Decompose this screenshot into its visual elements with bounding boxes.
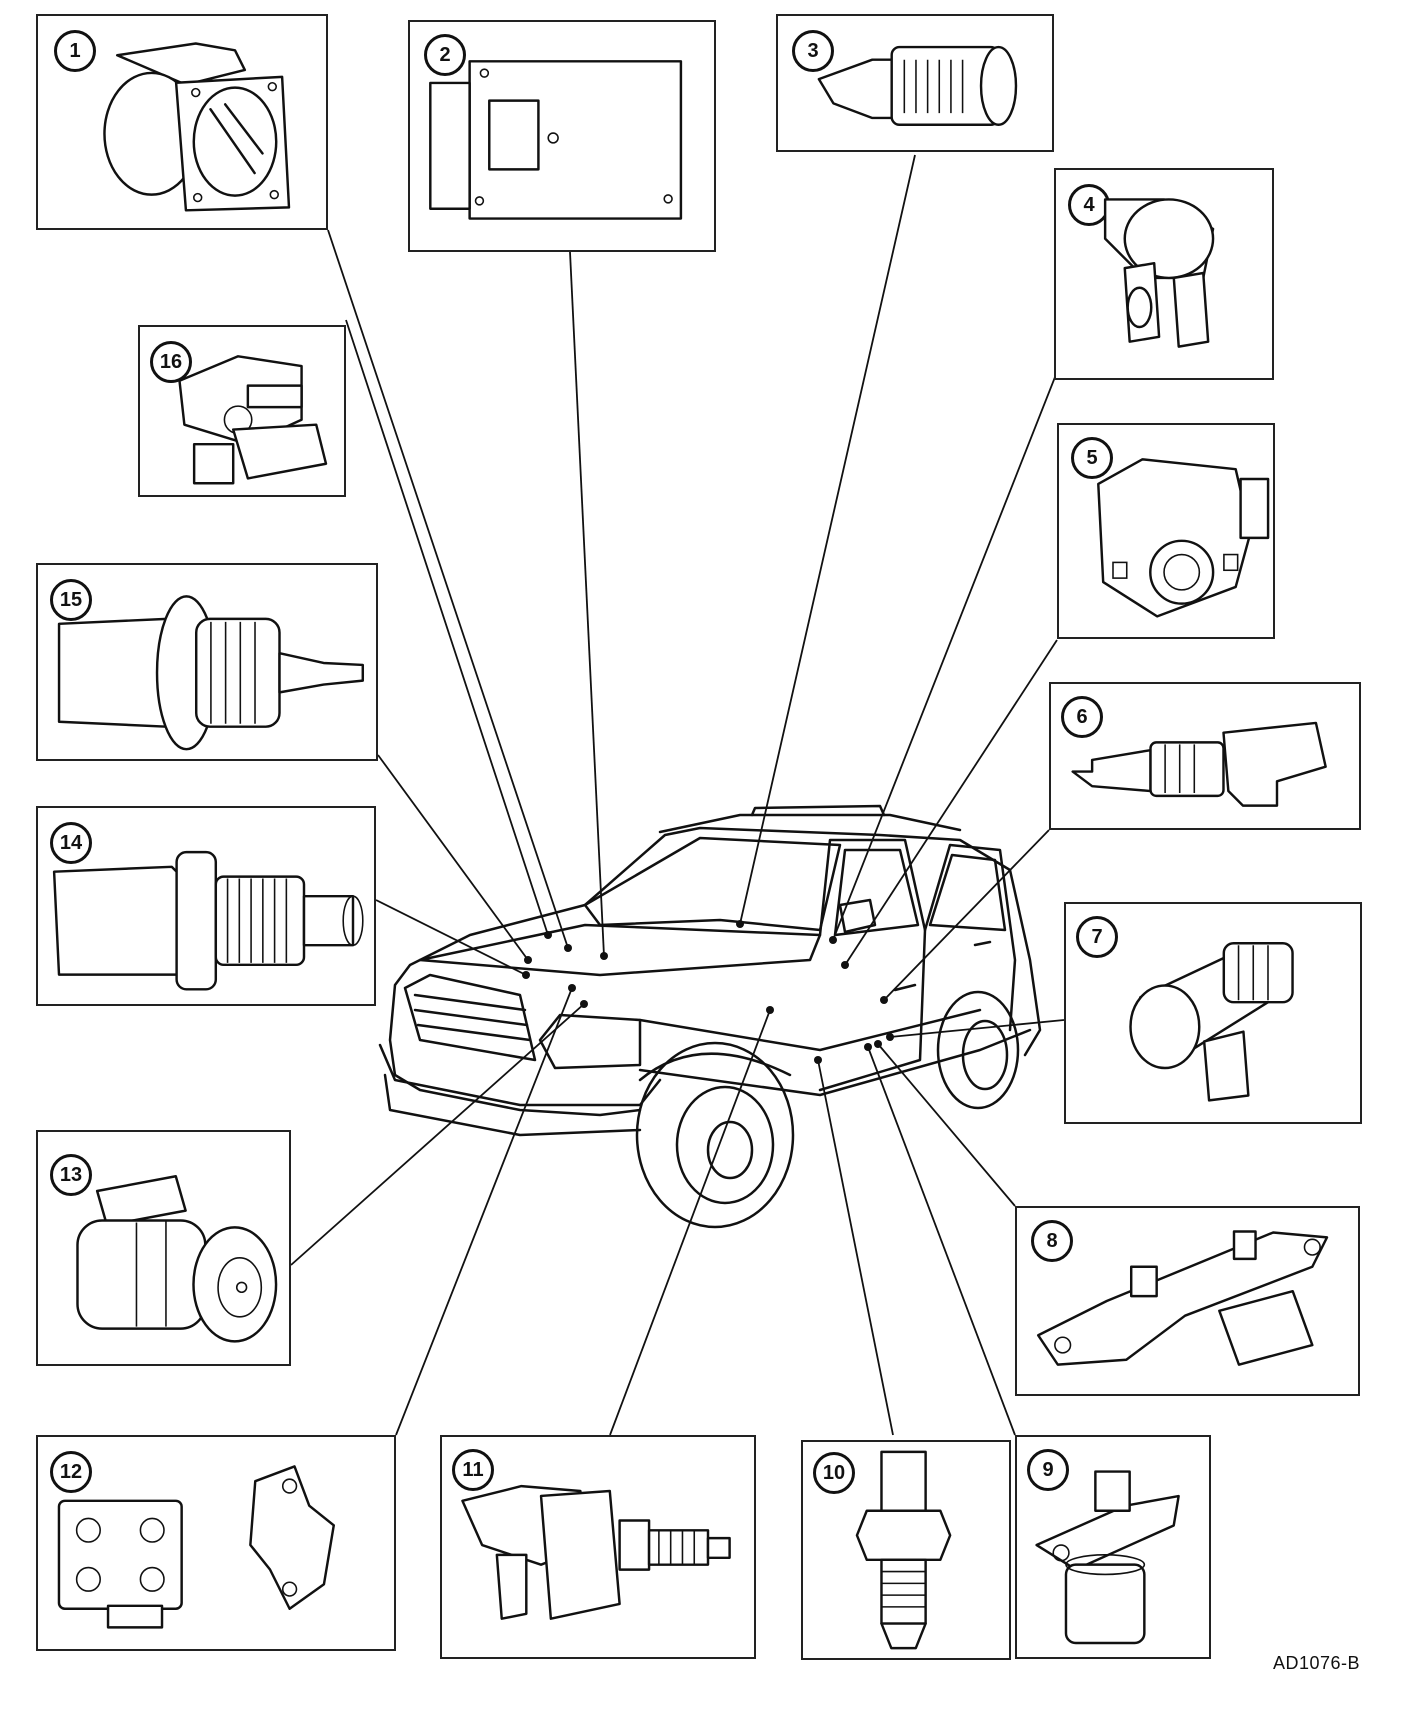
callout-number-1: 1 xyxy=(54,30,96,72)
temperature-sensor-icon xyxy=(57,595,365,751)
leader-line-16 xyxy=(345,319,549,936)
leader-line-5 xyxy=(844,639,1058,966)
sensor-16-icon xyxy=(178,355,328,485)
solenoid-icon xyxy=(1035,1470,1180,1645)
component-panel-5: 5 xyxy=(1057,423,1275,639)
leader-line-4 xyxy=(832,371,1058,941)
component-panel-3: 3 xyxy=(776,14,1054,152)
callout-number-11: 11 xyxy=(452,1449,494,1491)
sender-unit-icon xyxy=(855,1450,952,1650)
component-panel-8: 8 xyxy=(1015,1206,1360,1396)
leader-line-9 xyxy=(867,1046,1016,1436)
callout-number-5: 5 xyxy=(1071,437,1113,479)
transmission-sensor-icon xyxy=(1129,942,1294,1102)
reference-code: AD1076-B xyxy=(1272,1653,1360,1673)
leader-line-12 xyxy=(395,987,573,1436)
component-panel-6: 6 xyxy=(1049,682,1361,830)
component-panel-16: 16 xyxy=(138,325,346,497)
control-module-icon xyxy=(429,60,683,220)
callout-number-9: 9 xyxy=(1027,1449,1069,1491)
callout-number-15: 15 xyxy=(50,579,92,621)
component-panel-11: 11 xyxy=(440,1435,756,1659)
callout-number-8: 8 xyxy=(1031,1220,1073,1262)
component-panel-10: 10 xyxy=(801,1440,1011,1660)
component-panel-13: 13 xyxy=(36,1130,291,1366)
leader-line-7 xyxy=(889,1019,1065,1038)
pressure-switch-icon xyxy=(461,1484,731,1620)
knock-sensor-icon xyxy=(817,45,1018,126)
throttle-position-sensor-icon xyxy=(1097,458,1270,618)
callout-number-16: 16 xyxy=(150,341,192,383)
callout-number-14: 14 xyxy=(50,822,92,864)
component-panel-2: 2 xyxy=(408,20,716,252)
leader-line-10 xyxy=(817,1059,894,1436)
component-panel-7: 7 xyxy=(1064,902,1362,1124)
leader-line-1 xyxy=(327,229,569,949)
leader-line-14 xyxy=(375,899,527,976)
leader-line-13 xyxy=(290,1003,585,1266)
component-panel-15: 15 xyxy=(36,563,378,761)
callout-number-2: 2 xyxy=(424,34,466,76)
leader-line-3 xyxy=(739,154,916,925)
leader-line-6 xyxy=(883,829,1050,1001)
camshaft-sensor-icon xyxy=(1103,198,1215,348)
speed-sensor-icon xyxy=(1071,721,1327,807)
component-panel-9: 9 xyxy=(1015,1435,1211,1659)
solenoid-pack-icon xyxy=(1036,1230,1329,1366)
map-sensor-icon xyxy=(57,1465,336,1629)
callout-number-7: 7 xyxy=(1076,916,1118,958)
callout-number-6: 6 xyxy=(1061,696,1103,738)
callout-number-13: 13 xyxy=(50,1154,92,1196)
component-panel-1: 1 xyxy=(36,14,328,230)
oil-pressure-sensor-icon xyxy=(52,850,364,991)
component-panel-12: 12 xyxy=(36,1435,396,1651)
callout-number-3: 3 xyxy=(792,30,834,72)
component-panel-14: 14 xyxy=(36,806,376,1006)
ac-compressor-icon xyxy=(76,1175,278,1343)
throttle-body-icon xyxy=(103,42,291,212)
callout-number-10: 10 xyxy=(813,1452,855,1494)
callout-number-12: 12 xyxy=(50,1451,92,1493)
component-panel-4: 4 xyxy=(1054,168,1274,380)
leader-line-2 xyxy=(569,251,605,957)
